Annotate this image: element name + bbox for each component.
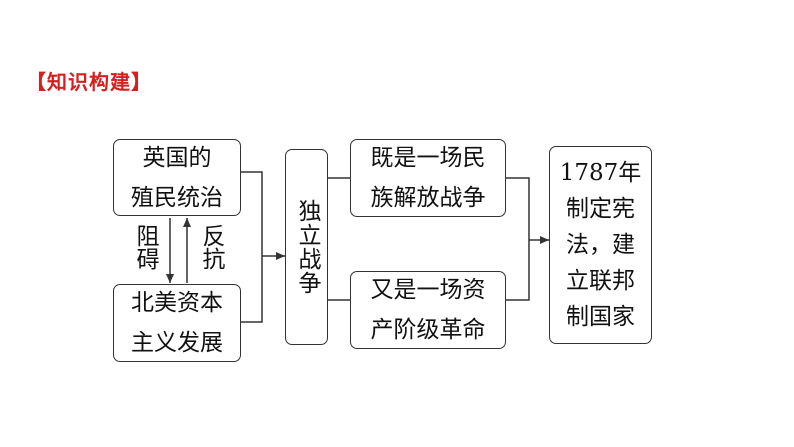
constitution-line3: 法，建 [566,232,635,258]
bourgeois-revolution-line1: 又是一场资 [370,277,486,303]
national-liberation-line1: 既是一场民 [370,145,486,171]
independence-war-box: 独立战争 [285,149,328,345]
war-fork [328,177,350,301]
resist-label: 反抗 [198,224,224,270]
capitalism-box: 北美资本 主义发展 [113,284,241,362]
constitution-line2: 制定宪 [566,196,635,222]
colonial-rule-line1: 英国的 [142,144,212,171]
constitution-line4: 立联邦 [566,268,635,294]
colonial-rule-box: 英国的 殖民统治 [113,139,241,216]
right-bracket [506,177,530,301]
capitalism-line1: 北美资本 [131,290,223,316]
hinder-label: 阻碍 [132,224,158,270]
bourgeois-revolution-box: 又是一场资 产阶级革命 [350,271,506,349]
knowledge-construction-heading: 【知识构建】 [26,70,152,94]
colonial-rule-line2: 殖民统治 [131,184,223,211]
bourgeois-revolution-line2: 产阶级革命 [370,317,486,343]
constitution-box: 1787年 制定宪 法，建 立联邦 制国家 [549,146,652,344]
left-bracket [241,171,263,323]
capitalism-line2: 主义发展 [131,330,223,356]
national-liberation-box: 既是一场民 族解放战争 [350,139,506,217]
national-liberation-line2: 族解放战争 [370,185,486,211]
independence-war-label: 独立战争 [294,199,320,295]
constitution-line5: 制国家 [566,304,635,330]
constitution-line1: 1787年 [559,160,642,186]
